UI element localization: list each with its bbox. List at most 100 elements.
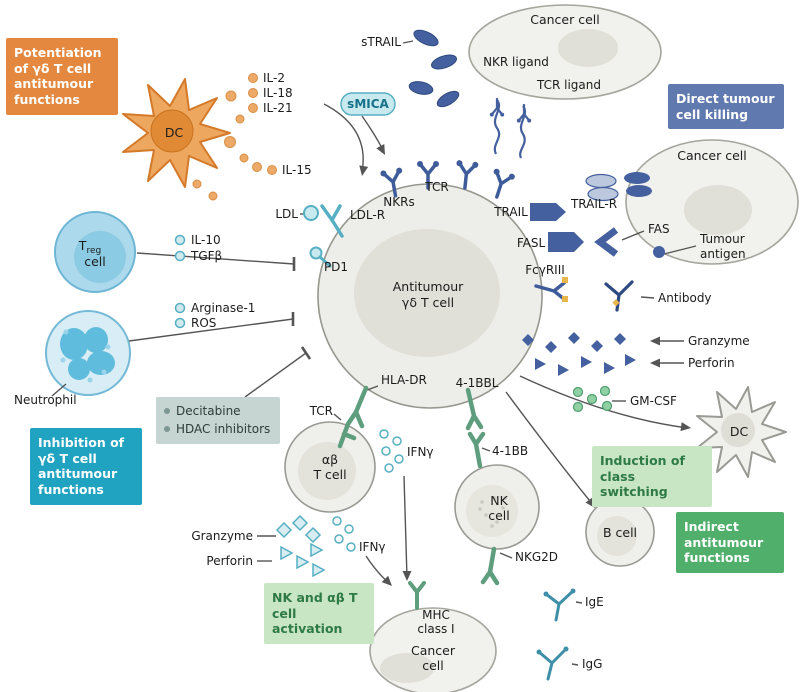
label-ldlr: LDL-R [350, 208, 385, 222]
fas-icon [594, 227, 619, 257]
box-potentiation: Potentiation of γδ T cell antitumour fun… [6, 38, 118, 115]
box-direct-killing: Direct tumour cell killing [668, 84, 784, 130]
label-trail: TRAIL [493, 205, 528, 219]
arrow-to-b-cell [505, 391, 595, 507]
label-treg-cell: cell [84, 254, 106, 269]
igg-label-line [571, 663, 579, 666]
neutrophil-granules [60, 329, 111, 383]
gd-t-cell-nucleus [354, 229, 500, 357]
label-dc-left: DC [165, 125, 184, 140]
treg-cell [54, 211, 136, 293]
inhibit-line-treg [136, 252, 295, 265]
label-antibody: Antibody [658, 291, 712, 305]
hladr-receptor-icon [345, 385, 369, 429]
igg-icon [536, 646, 569, 681]
label-il18: IL-18 [263, 86, 293, 100]
41bbl-receptor-icon [465, 387, 484, 431]
hladr-label-line [366, 385, 379, 391]
label-tumour-antigen-1: Tumour [699, 232, 745, 246]
label-nk-1: NK [490, 493, 508, 508]
label-ige: IgE [585, 595, 604, 609]
label-abt-1: αβ [322, 452, 338, 467]
label-tcr-ligand: TCR ligand [536, 78, 601, 92]
label-fcgriii: FcγRIII [525, 263, 565, 277]
bb41-label-line [481, 447, 491, 452]
label-pd1: PD1 [324, 260, 348, 274]
label-gdt-1: Antitumour [393, 279, 464, 294]
dc-right-nucleus [721, 413, 755, 447]
box-nk-activation: NK and αβ T cell activation [264, 583, 374, 644]
neutrophil-cell [45, 310, 131, 396]
cancer-top-nucleus [558, 29, 618, 67]
label-fas: FAS [648, 222, 670, 236]
label-dc-right: DC [730, 424, 749, 439]
ldl-receptor [303, 204, 344, 238]
cancer-cell-right [625, 139, 799, 265]
label-nk-2: cell [488, 508, 510, 523]
hladr-tcr-synapse [337, 385, 369, 449]
suppressive-factor-dots [174, 234, 186, 329]
fasl-icon [548, 232, 584, 252]
box-indirect-functions: Indirect antitumour functions [676, 512, 784, 573]
perforin-right-icons [535, 354, 636, 376]
fcgriii-receptor [534, 277, 568, 302]
tumour-antigen-line [663, 245, 697, 255]
nk-cell [454, 464, 540, 550]
label-ifng-upper: IFNγ [407, 445, 434, 459]
label-il21: IL-21 [263, 101, 293, 115]
tcr-bottom-label-line [333, 413, 342, 421]
neutrophil-body [45, 310, 131, 396]
label-abt-2: T cell [312, 467, 346, 482]
label-hladr: HLA-DR [381, 373, 427, 387]
label-mhc-2: class I [417, 622, 454, 636]
label-perforin-right: Perforin [688, 356, 735, 370]
granzyme-right-icons [522, 332, 626, 353]
label-41bbl: 4-1BBL [456, 376, 499, 390]
box-inhibition: Inhibition of γδ T cell antitumour funct… [30, 428, 142, 505]
label-b-cell: B cell [603, 525, 637, 540]
label-strail: sTRAIL [361, 35, 401, 49]
antibody-label-line [640, 296, 655, 299]
nkr-ligand-tether [493, 99, 501, 155]
gmcsf-dots [572, 385, 613, 413]
nkg2d-label-line [499, 552, 513, 559]
granzyme-bottom-icons [275, 514, 322, 544]
label-fasl: FASL [517, 236, 546, 250]
label-tcr-bottom: TCR [309, 404, 333, 418]
connectors [51, 40, 697, 666]
label-tcr-top: TCR [424, 180, 448, 194]
tumour-antigen-icon [653, 246, 665, 258]
ige-icon [543, 588, 576, 622]
trail-icon [530, 203, 566, 221]
label-cancer-top: Cancer cell [530, 12, 600, 27]
label-ros: ROS [191, 316, 216, 330]
ab-t-cell [284, 421, 376, 513]
label-nkrs: NKRs [383, 195, 414, 209]
il-cytokine-dots [192, 73, 277, 201]
label-neutrophil: Neutrophil [14, 393, 77, 407]
epigenetic-item-hdac: HDAC inhibitors [164, 422, 272, 437]
label-il10: IL-10 [191, 233, 221, 247]
dc-left-nucleus [150, 109, 194, 153]
cancer-cell-top [468, 4, 662, 100]
perforin-bottom-icons [280, 542, 326, 578]
ab-t-cell-nucleus [298, 442, 356, 500]
label-il15: IL-15 [282, 163, 312, 177]
gd-t-cell [317, 183, 543, 409]
label-mhc-1: MHC [422, 608, 450, 622]
mhc-class1-icon [408, 581, 426, 610]
dc-cell-right [696, 386, 787, 478]
ige-label-line [575, 601, 583, 604]
label-ifng-lower: IFNγ [359, 540, 386, 554]
antibody-icon [604, 280, 634, 312]
nkr-receptor3-icon [484, 166, 518, 203]
abt-tcr-receptor-icon [337, 421, 357, 449]
label-tgfb: TGFβ [190, 249, 222, 263]
b-cell-nucleus [597, 516, 637, 556]
label-treg: Treg [78, 238, 101, 256]
label-granzyme-right: Granzyme [688, 334, 750, 348]
cancer-bottom-nucleus [380, 653, 434, 683]
inhibit-line-neutrophil [128, 318, 294, 342]
ldl-particle-icon [303, 205, 319, 221]
